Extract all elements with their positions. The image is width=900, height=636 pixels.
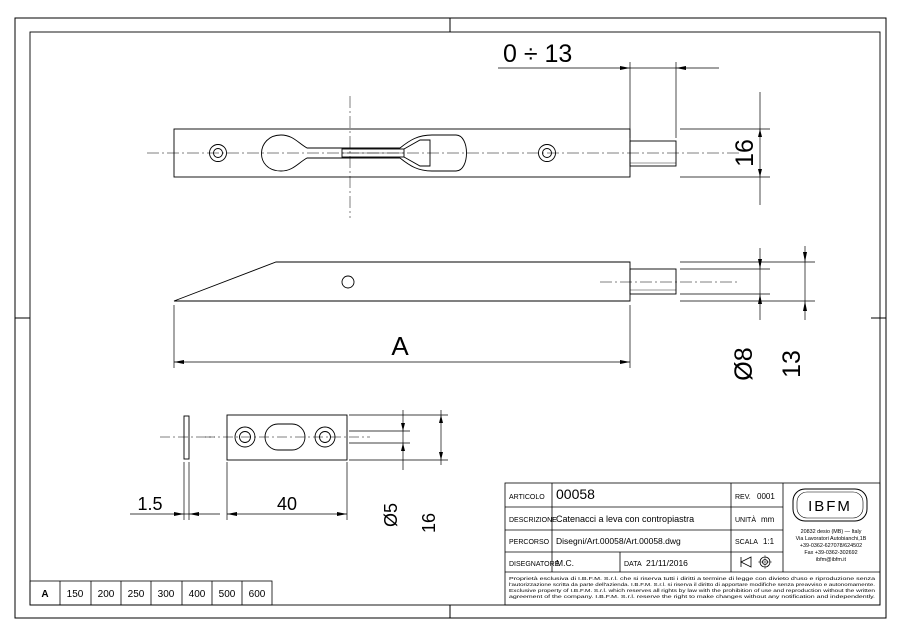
scala-label: SCALA	[735, 539, 758, 546]
rev-label: REV.	[735, 494, 751, 501]
dim-length: A	[391, 331, 409, 361]
disegnatore-label: DISEGNATORE	[509, 561, 560, 568]
disegnatore-value: M.C.	[556, 558, 574, 568]
dimension-lines	[130, 62, 815, 520]
dim-bolt-height: 13	[778, 350, 806, 378]
descrizione-value: Catenacci a leva con contropiastra	[556, 514, 694, 524]
dim-plate-height: 16	[419, 513, 439, 533]
dimension-texts: 0 ÷ 13 16 A Ø8 13 1.5 40 Ø5 16	[137, 40, 806, 533]
descrizione-label: DESCRIZIONE	[509, 517, 557, 524]
bolt-side-view	[173, 261, 740, 302]
legal-line-3: Exclusive property of I.B.F.M. S.r.l. wh…	[509, 588, 875, 594]
articolo-value: 00058	[556, 486, 595, 502]
strike-plate-views	[160, 414, 370, 461]
size-table-cell: 150	[67, 589, 84, 600]
legal-line-1: Proprietà esclusiva di I.B.F.M. S.r.l. c…	[509, 576, 875, 582]
articolo-label: ARTICOLO	[509, 494, 545, 501]
data-label: DATA	[624, 561, 642, 568]
address-line-4: Fax +39-0362-302692	[804, 550, 857, 556]
dim-plate-thickness: 1.5	[137, 494, 162, 514]
size-table-cell: 300	[158, 589, 175, 600]
size-table-cell: 250	[128, 589, 145, 600]
legal-line-4: agreement of the company. I.B.F.M. S.r.l…	[509, 594, 875, 600]
title-block-texts: ARTICOLO 00058 REV. 0001 DESCRIZIONE Cat…	[509, 486, 875, 600]
data-value: 21/11/2016	[646, 558, 688, 568]
dim-pin-diameter: Ø8	[730, 347, 758, 380]
percorso-value: Disegni/Art.00058/Art.00058.dwg	[556, 536, 681, 546]
title-block	[504, 482, 881, 606]
percorso-label: PERCORSO	[509, 539, 550, 546]
size-table: A 150 200 250 300 400 500 600	[29, 580, 273, 606]
address-line-2: Via Lavoratori Autobianchi,1B	[796, 536, 867, 542]
unita-value: mm	[761, 515, 775, 524]
size-table-cell: 200	[98, 589, 115, 600]
rev-value: 0001	[757, 492, 775, 501]
bolt-top-view	[147, 96, 740, 218]
unita-label: UNITÀ	[735, 515, 756, 524]
sheet-frame	[14, 17, 887, 619]
dim-plate-length: 40	[277, 494, 297, 514]
dim-stroke-range: 0 ÷ 13	[503, 40, 572, 68]
address-line-1: 20832 desio (MB) — Italy	[801, 529, 862, 535]
size-table-cell: 400	[189, 589, 206, 600]
dimension-arrows	[174, 66, 807, 516]
dim-pin-height: 16	[731, 139, 759, 167]
size-table-cell: 600	[249, 589, 266, 600]
address-line-3: +39-0362-627078/624502	[800, 543, 862, 549]
size-table-header: A	[41, 589, 48, 600]
dim-hole-diameter: Ø5	[381, 503, 401, 527]
address-line-5: ibfm@ibfm.it	[816, 557, 847, 563]
ibfm-logo-text: IBFM	[808, 498, 852, 515]
legal-line-2: l'autorizzazione scritta da parte dell'a…	[509, 582, 875, 588]
scala-value: 1:1	[763, 537, 775, 546]
size-table-cell: 500	[219, 589, 236, 600]
